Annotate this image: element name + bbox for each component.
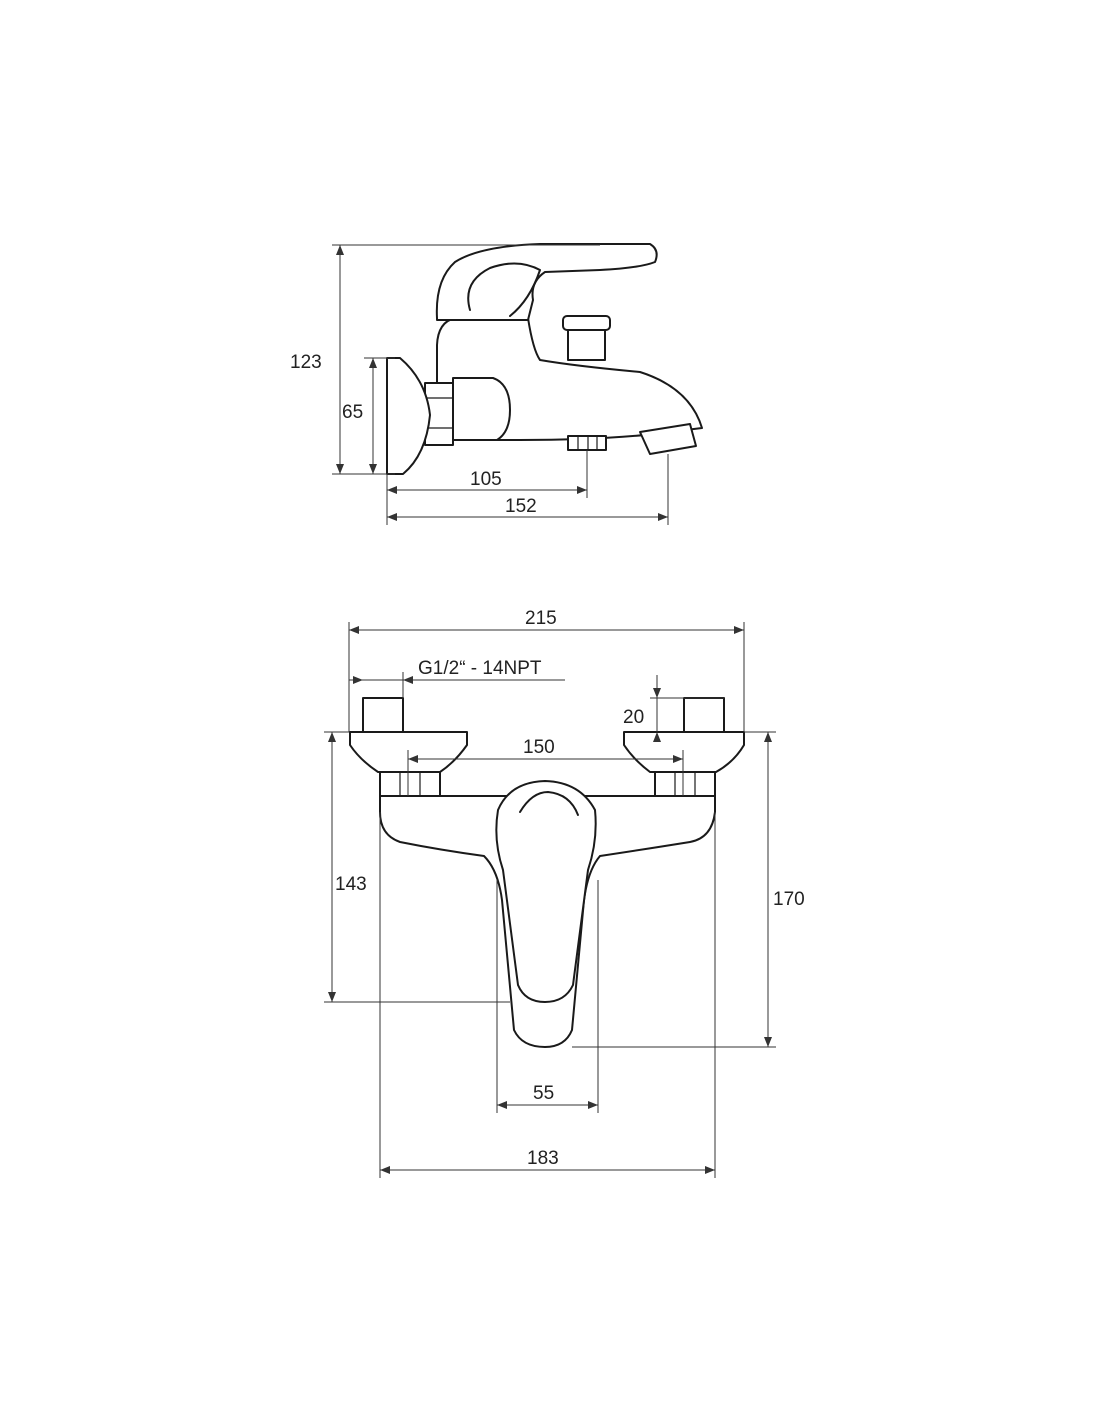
front-view: 215 G1/2“ - 14NPT 20 150 143 170	[324, 608, 805, 1178]
dim-front-width-total: 215	[525, 608, 557, 629]
dim-side-height-plate: 65	[342, 402, 363, 423]
diverter-stem	[567, 329, 606, 361]
right-connector	[683, 697, 725, 733]
right-rosette	[623, 731, 745, 773]
wall-rosette	[386, 357, 431, 475]
dim-front-thread-spec: G1/2“ - 14NPT	[418, 658, 542, 679]
dim-front-lever-width: 55	[533, 1083, 554, 1104]
dim-side-length-shower: 105	[470, 469, 502, 490]
left-connector	[362, 697, 404, 733]
diverter-cap	[562, 315, 611, 331]
side-view: 123 65 105 152	[290, 243, 703, 525]
right-nut	[654, 771, 716, 797]
dim-front-body-width: 183	[527, 1148, 559, 1169]
spout-aerator	[639, 423, 697, 455]
dim-front-center-distance: 150	[523, 737, 555, 758]
dim-side-height-total: 123	[290, 352, 322, 373]
front-lever	[495, 780, 597, 1003]
dim-front-connector-height: 20	[623, 707, 644, 728]
dim-front-height-total: 170	[773, 889, 805, 910]
dim-side-length-total: 152	[505, 496, 537, 517]
left-nut	[379, 771, 441, 797]
shower-outlet-thread	[567, 435, 607, 451]
dim-front-height-lever: 143	[335, 874, 367, 895]
cartridge-cover	[452, 377, 511, 441]
